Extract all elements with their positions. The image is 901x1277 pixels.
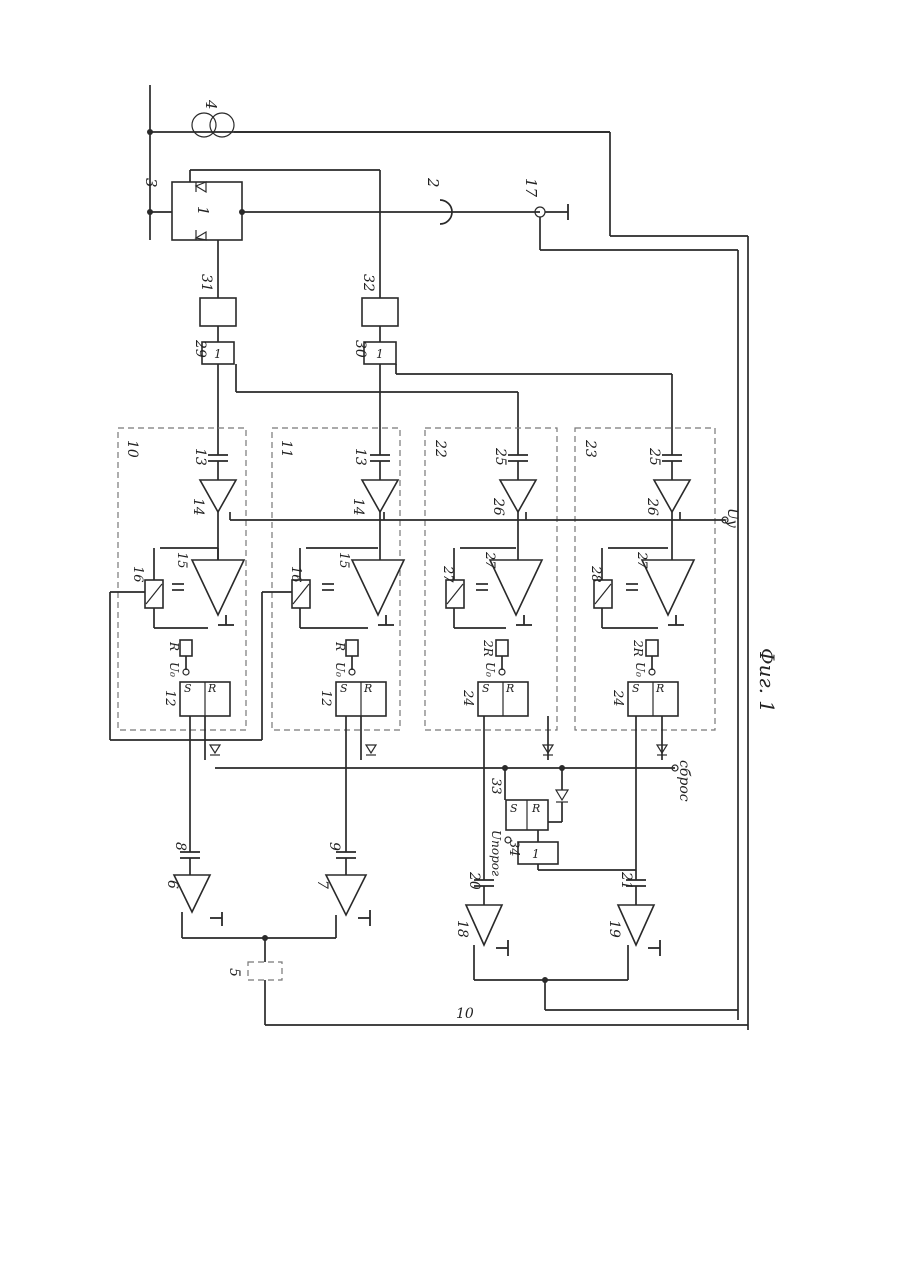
label-12-a: 12 bbox=[162, 690, 177, 707]
label-u0-a: U₀ bbox=[167, 662, 181, 677]
label-21: 21 bbox=[618, 871, 634, 890]
label-2r-b: 2R bbox=[631, 639, 645, 657]
comparator-7 bbox=[326, 875, 366, 915]
label-27-switch: 27 bbox=[440, 565, 455, 583]
label-s-d: S bbox=[632, 682, 640, 695]
label-8: 8 bbox=[172, 842, 188, 851]
comparator-19 bbox=[618, 905, 654, 945]
channel-11 bbox=[272, 428, 404, 830]
label-34: 34 bbox=[506, 840, 521, 857]
label-r-b: R bbox=[333, 641, 347, 651]
label-19: 19 bbox=[606, 920, 622, 938]
label-17: 17 bbox=[522, 178, 540, 198]
figure-caption: Фиг. 1 bbox=[755, 648, 779, 713]
label-14-a: 14 bbox=[190, 498, 206, 516]
gate-34-symbol: 1 bbox=[532, 847, 540, 861]
label-uy: Uy bbox=[724, 508, 740, 529]
label-20: 20 bbox=[466, 871, 482, 890]
label-27-a: 27 bbox=[482, 551, 497, 569]
label-33: 33 bbox=[488, 778, 503, 795]
label-reset: сброс bbox=[676, 760, 692, 802]
label-u0-b: U₀ bbox=[333, 662, 347, 677]
label-uporog: Uпорог bbox=[489, 830, 503, 876]
label-u0-c: U₀ bbox=[483, 662, 497, 677]
label-r-a: R bbox=[167, 641, 181, 651]
label-u0-d: U₀ bbox=[633, 662, 647, 677]
label-13-b: 13 bbox=[352, 448, 368, 466]
label-7: 7 bbox=[314, 880, 330, 889]
comparator-18 bbox=[466, 905, 502, 945]
label-5: 5 bbox=[226, 968, 242, 977]
label-26-b: 26 bbox=[644, 497, 660, 516]
label-24-a: 24 bbox=[460, 689, 475, 707]
label-16-a: 16 bbox=[130, 566, 145, 583]
label-23: 23 bbox=[582, 439, 598, 458]
gate-29-symbol: 1 bbox=[214, 347, 222, 361]
block-31 bbox=[200, 298, 236, 326]
label-29: 29 bbox=[192, 339, 208, 358]
channel-22 bbox=[425, 428, 557, 770]
label-4: 4 bbox=[202, 99, 220, 110]
label-s-33: S bbox=[510, 802, 518, 815]
label-25-b: 25 bbox=[646, 447, 662, 466]
label-30: 30 bbox=[352, 340, 368, 358]
label-s-c: S bbox=[482, 682, 490, 695]
label-13-a: 13 bbox=[192, 448, 208, 466]
label-rr-a: R bbox=[207, 682, 216, 695]
label-rr-d: R bbox=[655, 682, 664, 695]
label-18: 18 bbox=[454, 920, 470, 938]
label-12-b: 12 bbox=[318, 690, 333, 707]
label-15-a: 15 bbox=[174, 552, 189, 569]
label-11: 11 bbox=[278, 440, 294, 458]
label-6: 6 bbox=[164, 880, 180, 889]
label-2: 2 bbox=[424, 177, 442, 188]
label-14-b: 14 bbox=[350, 498, 366, 516]
label-15-b: 15 bbox=[336, 552, 351, 569]
label-rr-b: R bbox=[363, 682, 372, 695]
block-32 bbox=[362, 298, 398, 326]
label-27-b: 27 bbox=[634, 551, 649, 569]
label-10-channel: 10 bbox=[124, 440, 140, 458]
label-2r-a: 2R bbox=[481, 639, 495, 657]
sensor-5 bbox=[248, 962, 282, 980]
label-16-b: 16 bbox=[288, 566, 303, 583]
label-10-line: 10 bbox=[456, 1006, 474, 1022]
label-1: 1 bbox=[194, 206, 212, 216]
label-s-b: S bbox=[340, 682, 348, 695]
label-rr-c: R bbox=[505, 682, 514, 695]
label-26-a: 26 bbox=[490, 497, 506, 516]
label-28: 28 bbox=[588, 565, 603, 583]
label-rr-33: R bbox=[531, 802, 540, 815]
label-24-b: 24 bbox=[610, 689, 625, 707]
gate-30-symbol: 1 bbox=[376, 347, 384, 361]
label-3: 3 bbox=[142, 178, 160, 188]
label-25-a: 25 bbox=[492, 447, 508, 466]
label-31: 31 bbox=[198, 274, 214, 292]
label-32: 32 bbox=[360, 274, 376, 292]
transformer-4-coil-b bbox=[210, 113, 234, 137]
channel-10 bbox=[118, 428, 246, 830]
label-s-a: S bbox=[184, 682, 192, 695]
transformer-4-coil-a bbox=[192, 113, 216, 137]
label-9: 9 bbox=[326, 842, 342, 851]
label-22: 22 bbox=[432, 439, 448, 458]
power-section bbox=[147, 85, 748, 1030]
